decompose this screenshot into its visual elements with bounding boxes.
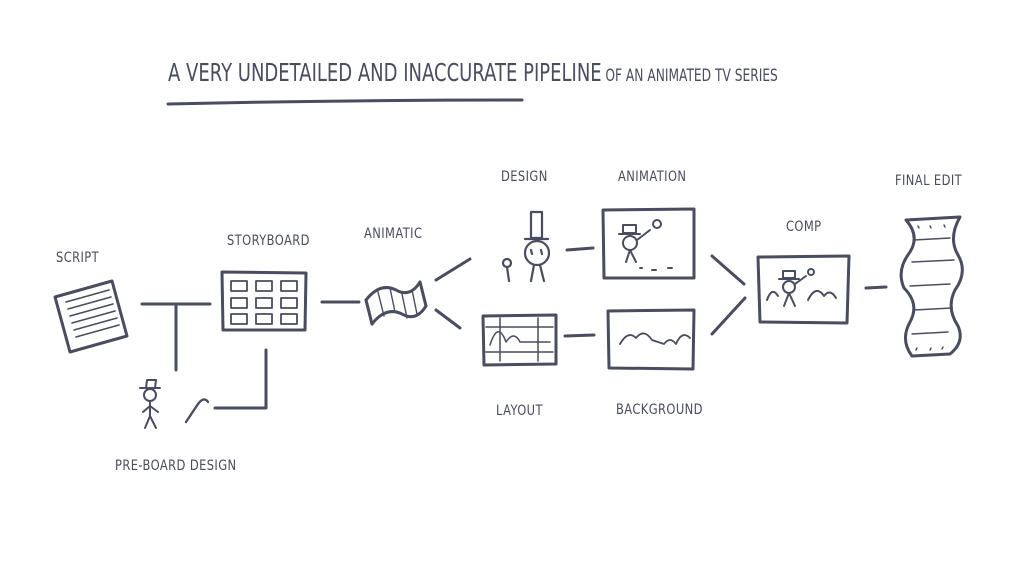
final-edit-strip-icon — [899, 215, 964, 358]
connector-design-animation — [565, 246, 595, 252]
label-background: BACKGROUND — [616, 402, 703, 418]
label-animatic: ANIMATIC — [364, 226, 423, 242]
background-frame-icon — [606, 308, 696, 371]
connector-animatic-design — [434, 257, 472, 282]
cane-icon — [184, 398, 210, 424]
title-sub: OF AN ANIMATED TV SERIES — [605, 66, 778, 86]
connector-animatic-layout — [434, 308, 462, 330]
label-design: DESIGN — [501, 169, 548, 185]
title-main: A VERY UNDETAILED AND INACCURATE PIPELIN… — [168, 58, 602, 87]
connector-layout-background — [563, 333, 596, 338]
label-animation: ANIMATION — [618, 169, 687, 185]
label-final-edit: FINAL EDIT — [895, 173, 963, 189]
diagram-title: A VERY UNDETAILED AND INACCURATE PIPELIN… — [168, 58, 778, 87]
connector-background-comp — [710, 296, 747, 336]
label-script: SCRIPT — [56, 250, 100, 266]
film-strip-icon — [364, 280, 428, 326]
pin-icon — [501, 257, 513, 283]
animation-frame-icon — [601, 207, 696, 280]
preboard-character-icon — [139, 379, 161, 429]
label-layout: LAYOUT — [496, 403, 543, 419]
design-character-icon — [523, 210, 551, 283]
storyboard-sheet-icon — [220, 270, 308, 332]
connector-preboard-storyboard — [213, 348, 268, 410]
connector-animation-comp — [710, 254, 746, 286]
comp-frame-icon — [756, 254, 851, 325]
title-underline — [166, 98, 524, 106]
label-comp: COMP — [786, 219, 822, 235]
label-storyboard: STORYBOARD — [227, 233, 310, 249]
connector-comp-final — [864, 285, 888, 290]
layout-frame-icon — [481, 313, 558, 367]
label-pre-board-design: PRE-BOARD DESIGN — [115, 458, 237, 474]
script-page-icon — [53, 279, 129, 354]
